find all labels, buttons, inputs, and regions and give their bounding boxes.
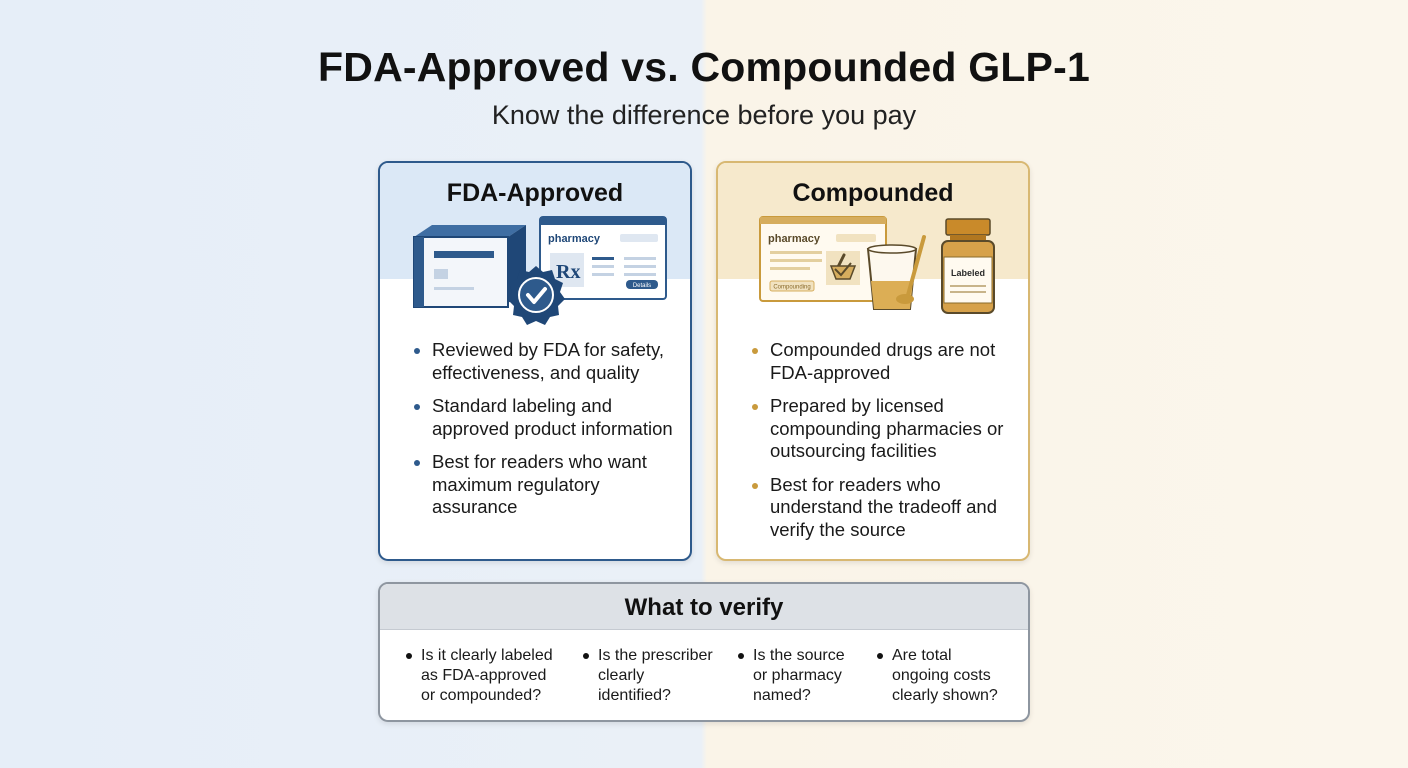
fda-screen-label: pharmacy	[548, 233, 601, 245]
medicine-vial-icon: Labeled	[941, 218, 995, 314]
fda-card-title: FDA-Approved	[446, 179, 624, 207]
fda-details-button: Details	[633, 283, 651, 289]
compounded-screen-label: pharmacy	[768, 233, 821, 245]
verify-item-source: Is the source or pharmacy named?	[738, 646, 856, 706]
list-item: Standard labeling and approved product i…	[410, 395, 680, 440]
list-item: Compounded drugs are not FDA-approved	[748, 339, 1018, 384]
check-seal-icon	[507, 266, 565, 325]
pharmacy-browser-icon: pharmacy Rx Details	[539, 216, 667, 300]
compounded-illustration: pharmacy Compounding	[759, 216, 995, 314]
compounded-card: Compounded pharmacy Compounding	[716, 161, 1030, 561]
measuring-glass-icon	[866, 235, 926, 310]
verify-item-labeling: Is it clearly labeled as FDA-approved or…	[406, 646, 554, 706]
list-item: Reviewed by FDA for safety, effectivenes…	[410, 339, 680, 384]
verify-title: What to verify	[624, 594, 784, 621]
fda-illustration: pharmacy Rx Details	[413, 216, 667, 325]
verify-header	[380, 584, 1028, 630]
mortar-pestle-icon	[829, 253, 857, 280]
pharmacy-browser-icon: pharmacy Compounding	[759, 216, 887, 302]
verify-item-costs: Are total ongoing costs clearly shown?	[877, 646, 1009, 706]
rx-symbol: Rx	[556, 261, 580, 283]
fda-bullet-list: Reviewed by FDA for safety, effectivenes…	[410, 339, 680, 530]
compounded-bullet-list: Compounded drugs are not FDA-approved Pr…	[748, 339, 1018, 552]
list-item: Prepared by licensed compounding pharmac…	[748, 395, 1018, 463]
compounded-card-title: Compounded	[792, 179, 954, 207]
what-to-verify-panel: What to verify Is it clearly labeled as …	[378, 582, 1030, 722]
page-title: FDA-Approved vs. Compounded GLP-1	[318, 44, 1090, 90]
page-subtitle: Know the difference before you pay	[491, 100, 917, 130]
fda-approved-card: FDA-Approved pharmacy Rx Det	[378, 161, 692, 561]
list-item: Best for readers who want maximum regula…	[410, 451, 680, 519]
vial-label: Labeled	[951, 268, 985, 278]
medicine-box-icon	[413, 225, 526, 308]
list-item: Best for readers who understand the trad…	[748, 474, 1018, 542]
verify-item-prescriber: Is the prescriber clearly identified?	[583, 646, 718, 706]
compounding-button: Compounding	[773, 285, 810, 291]
